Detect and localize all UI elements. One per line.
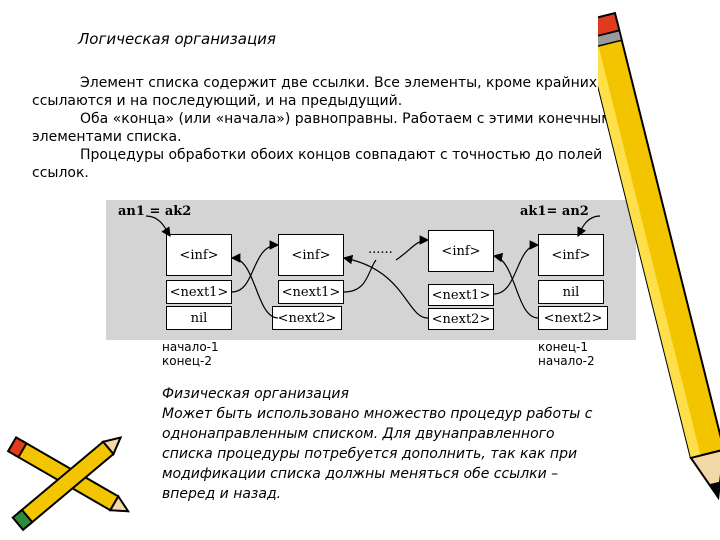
- node-2-next2: <next2>: [272, 306, 342, 330]
- node-1-inf: <inf>: [166, 234, 232, 276]
- node-2-next1: <next1>: [278, 280, 344, 304]
- ellipsis: ......: [368, 242, 393, 257]
- node-1-next2: nil: [166, 306, 232, 330]
- right-note-line-2: начало-2: [538, 354, 595, 368]
- list-diagram: an1 = ak2 ak1= an2 <inf> <next1> nil <in…: [106, 200, 636, 340]
- physical-line-2: однонаправленным списком. Для двунаправл…: [162, 426, 555, 442]
- left-note: начало-1 конец-2: [162, 340, 219, 368]
- crossed-pencils-icon: [6, 435, 131, 532]
- physical-text: Физическая организация Может быть исполь…: [162, 384, 692, 504]
- left-note-line-1: начало-1: [162, 340, 219, 354]
- node-3-next1: <next1>: [428, 284, 494, 306]
- node-3-next2: <next2>: [428, 308, 494, 330]
- logical-text: Элемент списка содержит две ссылки. Все …: [32, 74, 622, 182]
- node-3-inf: <inf>: [428, 230, 494, 272]
- physical-line-5: вперед и назад.: [162, 486, 282, 502]
- node-4-next1: nil: [538, 280, 604, 304]
- physical-line-4: модификации списка должны меняться обе с…: [162, 466, 559, 482]
- right-note: конец-1 начало-2: [538, 340, 595, 368]
- node-4-inf: <inf>: [538, 234, 604, 276]
- node-4-next2: <next2>: [538, 306, 608, 330]
- paragraph-3: Процедуры обработки обоих концов совпада…: [32, 147, 603, 181]
- paragraph-2: Оба «конца» (или «начала») равноправны. …: [32, 111, 621, 145]
- right-end-label: ak1= an2: [520, 204, 589, 219]
- node-1-next1: <next1>: [166, 280, 232, 304]
- physical-line-1: Может быть использовано множество процед…: [162, 406, 593, 422]
- physical-title: Физическая организация: [162, 386, 349, 402]
- link-arrows: [145, 215, 601, 319]
- left-end-label: an1 = ak2: [118, 204, 192, 219]
- node-2-inf: <inf>: [278, 234, 344, 276]
- paragraph-1: Элемент списка содержит две ссылки. Все …: [32, 75, 602, 109]
- physical-line-3: списка процедуры потребуется дополнить, …: [162, 446, 578, 462]
- logical-title: Логическая организация: [78, 30, 276, 48]
- left-note-line-2: конец-2: [162, 354, 212, 368]
- right-note-line-1: конец-1: [538, 340, 588, 354]
- pencil-right-icon: [598, 11, 720, 501]
